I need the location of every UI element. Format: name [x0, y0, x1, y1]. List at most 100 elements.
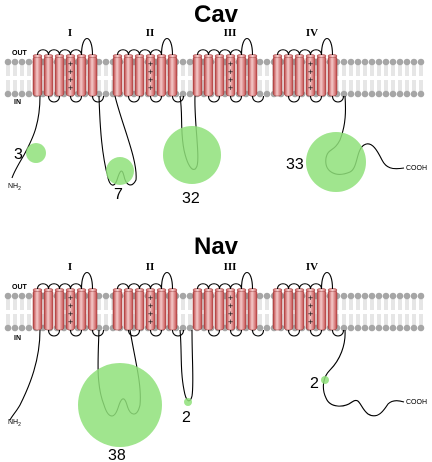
nav-lipid-head — [347, 292, 355, 300]
nav-intracellular-loop — [207, 329, 221, 337]
nav-lipid-head — [396, 292, 404, 300]
cav-lipid-head — [389, 58, 397, 66]
nav-lipid-head — [389, 292, 397, 300]
cav-helix-d4-s4: ++++ — [305, 54, 316, 97]
cav-helix-d3-s5 — [236, 54, 247, 97]
nav-lipid-head — [389, 324, 397, 332]
nav-lipid-head — [368, 292, 376, 300]
nav-intracellular-loop — [127, 329, 141, 337]
cav-helix-d3-s3 — [214, 54, 225, 97]
nav-lipid-head — [410, 292, 418, 300]
nav-voltage-sensor-charge: + — [68, 294, 74, 302]
nav-site-count-38: 38 — [108, 447, 126, 462]
nav-domain-label-i: I — [68, 261, 72, 273]
cav-helix-d4-s5 — [316, 54, 327, 97]
cav-helix-d1-s3 — [54, 54, 65, 97]
cav-lipid-head — [403, 58, 411, 66]
cav-domain-label-iii: III — [224, 27, 237, 39]
nav-intracellular-loop — [251, 329, 265, 337]
nav-helices: ++++++++++++++++ — [32, 271, 345, 337]
nav-helix-d3-s5 — [236, 288, 247, 331]
cav-lipid-head — [368, 58, 376, 66]
nav-lipid-head — [179, 292, 187, 300]
cav-site-count-33: 33 — [286, 156, 304, 173]
cav-voltage-sensor-charge: + — [68, 84, 74, 92]
nav-lipid-head — [18, 324, 26, 332]
nav-lipid-head — [354, 324, 362, 332]
nav-lipid-head — [102, 292, 110, 300]
cav-site-count-3: 3 — [14, 146, 23, 163]
cav-voltage-sensor-charge: + — [68, 76, 74, 84]
nav-lipid-head — [256, 324, 264, 332]
nav-extracellular-loop — [240, 271, 254, 290]
cav-lipid-head — [340, 58, 348, 66]
cav-lipid-head — [410, 90, 418, 98]
nav-lipid-head — [417, 292, 425, 300]
cav-helix-d2-s4: ++++ — [145, 54, 156, 97]
cav-lipid-head — [25, 90, 33, 98]
cav-lipid-head — [4, 58, 12, 66]
nav-voltage-sensor-charge: + — [148, 318, 154, 326]
cav-intracellular-loop — [309, 95, 323, 103]
nav-voltage-sensor-charge: + — [148, 294, 154, 302]
cav-lipid-head — [102, 90, 110, 98]
cav-helix-d2-s6 — [167, 54, 178, 97]
cav-lipid-head — [347, 58, 355, 66]
cav-lipid-head — [410, 58, 418, 66]
nav-domain-label-iii: III — [224, 261, 237, 273]
nav-voltage-sensor-charge: + — [68, 310, 74, 318]
nav-lipid-head — [340, 292, 348, 300]
cav-lipid-head — [4, 90, 12, 98]
nav-voltage-sensor-charge: + — [228, 318, 234, 326]
cav-helix-d1-s5 — [76, 54, 87, 97]
cav-title: Cav — [194, 1, 239, 28]
cav-intracellular-loop — [47, 95, 61, 103]
nav-intracellular-loop — [69, 329, 83, 337]
cav-domain-label-ii: II — [146, 27, 155, 39]
cav-helix-d3-s1 — [192, 54, 203, 97]
nav-intracellular-loop — [47, 329, 61, 337]
cav-site-count-32: 32 — [182, 190, 200, 207]
cav-lipid-head — [375, 90, 383, 98]
cav-domain-label-i: I — [68, 27, 72, 39]
cav-lipid-head — [256, 90, 264, 98]
cav-voltage-sensor-charge: + — [148, 60, 154, 68]
cav-c-terminus-label: COOH — [406, 165, 427, 172]
cav-intracellular-loop — [331, 95, 345, 103]
cav-helix-d1-s2 — [43, 54, 54, 97]
cav-helix-d2-s5 — [156, 54, 167, 97]
nav-title: Nav — [194, 233, 239, 260]
cav-lipid-head — [18, 58, 26, 66]
nav-lipid-head — [18, 292, 26, 300]
nav-lipid-head — [354, 292, 362, 300]
nav-lipid-head — [256, 292, 264, 300]
nav-out-label: OUT — [12, 284, 28, 291]
cav-voltage-sensor-charge: + — [148, 84, 154, 92]
cav-helix-d1-s1 — [32, 54, 43, 97]
cav-site-blob-7 — [106, 157, 134, 185]
nav-helix-d2-s4: ++++ — [145, 288, 156, 331]
nav-helix-d1-s4: ++++ — [65, 288, 76, 331]
nav-lipid-head — [417, 324, 425, 332]
cav-lipid-head — [396, 58, 404, 66]
nav-voltage-sensor-charge: + — [308, 318, 314, 326]
nav-helix-d2-s1 — [112, 288, 123, 331]
cav-lipid-head — [417, 58, 425, 66]
nav-voltage-sensor-charge: + — [148, 310, 154, 318]
nav-domain-label-iv: IV — [306, 261, 318, 273]
cav-lipid-head — [11, 90, 19, 98]
cav-site-blob-32 — [163, 126, 221, 184]
nav-helix-d4-s2 — [283, 288, 294, 331]
cav-lipid-head — [256, 58, 264, 66]
nav-helix-d2-s2 — [123, 288, 134, 331]
cav-voltage-sensor-charge: + — [308, 84, 314, 92]
cav-helix-d4-s3 — [294, 54, 305, 97]
nav-n-terminus-label: NH2 — [8, 419, 21, 428]
cav-helix-d2-s3 — [134, 54, 145, 97]
cav-voltage-sensor-charge: + — [148, 68, 154, 76]
nav-helix-d1-s1 — [32, 288, 43, 331]
nav-voltage-sensor-charge: + — [308, 302, 314, 310]
nav-helix-d3-s3 — [214, 288, 225, 331]
nav-lipid-head — [340, 324, 348, 332]
